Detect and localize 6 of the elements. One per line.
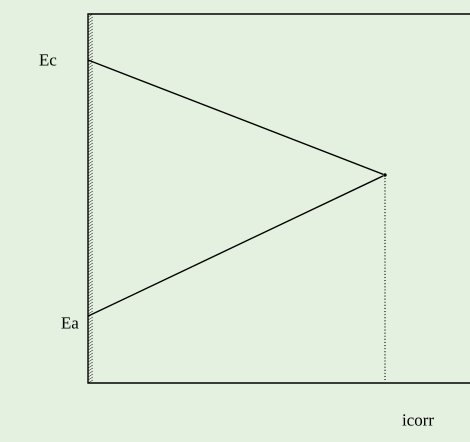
axis-label: Ea — [61, 317, 79, 329]
axis-label: Ec — [39, 54, 56, 66]
axis-label: icorr — [402, 414, 434, 426]
polarization-line — [88, 59, 384, 175]
polarization-line — [88, 175, 384, 317]
intersection-point — [383, 173, 387, 177]
